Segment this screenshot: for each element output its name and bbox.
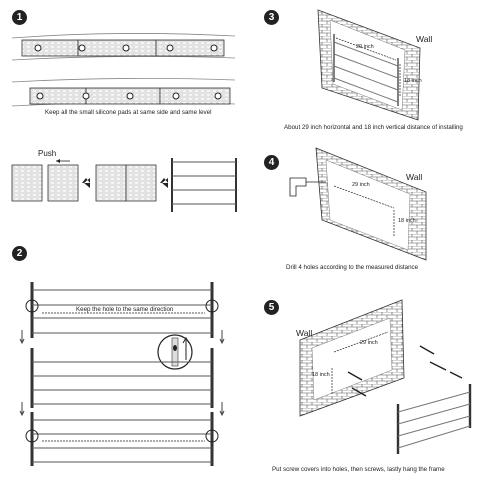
step1-number: 1 bbox=[12, 10, 27, 25]
step5-number: 5 bbox=[264, 300, 279, 315]
assembled-frame-bottom bbox=[11, 78, 236, 107]
step3-wall-label: Wall bbox=[416, 34, 433, 44]
step1-caption: Keep all the small silicone pads at same… bbox=[45, 109, 212, 116]
finished-frame bbox=[171, 158, 237, 212]
hanging-frame bbox=[396, 384, 472, 454]
step3-caption: About 29 inch horizontal and 18 inch ver… bbox=[284, 124, 463, 131]
step2-illustration bbox=[19, 282, 225, 466]
step5-caption: Put screw covers into holes, then screws… bbox=[272, 466, 445, 473]
assembled-frame-top bbox=[11, 33, 236, 61]
step5-horizontal-label: 29 inch bbox=[360, 340, 378, 346]
step1-illustration bbox=[11, 33, 237, 212]
step4-illustration bbox=[289, 147, 427, 261]
step3-number: 3 bbox=[264, 10, 279, 25]
step2-caption: Keep the hole to the same direction bbox=[76, 306, 174, 313]
step4-caption: Drill 4 holes according to the measured … bbox=[286, 264, 419, 271]
step4-wall-label: Wall bbox=[406, 172, 423, 182]
step4-horizontal-label: 29 inch bbox=[352, 182, 370, 188]
step5-wall-label: Wall bbox=[296, 328, 313, 338]
step3-vertical-label: 18 inch bbox=[404, 78, 422, 84]
drill-icon bbox=[289, 177, 326, 197]
step5-vertical-label: 18 inch bbox=[312, 372, 330, 378]
step2-number: 2 bbox=[12, 246, 27, 261]
hook-icon bbox=[157, 334, 193, 370]
screw-icon bbox=[347, 345, 463, 397]
step4-vertical-label: 18 inch bbox=[398, 218, 416, 224]
push-sequence bbox=[11, 158, 237, 212]
step4-number: 4 bbox=[264, 155, 279, 170]
arrow-icon bbox=[82, 178, 90, 188]
push-label: Push bbox=[38, 149, 57, 158]
step3-horizontal-label: 29 inch bbox=[356, 44, 374, 50]
step3-illustration bbox=[317, 9, 421, 121]
step5-illustration bbox=[299, 299, 472, 454]
